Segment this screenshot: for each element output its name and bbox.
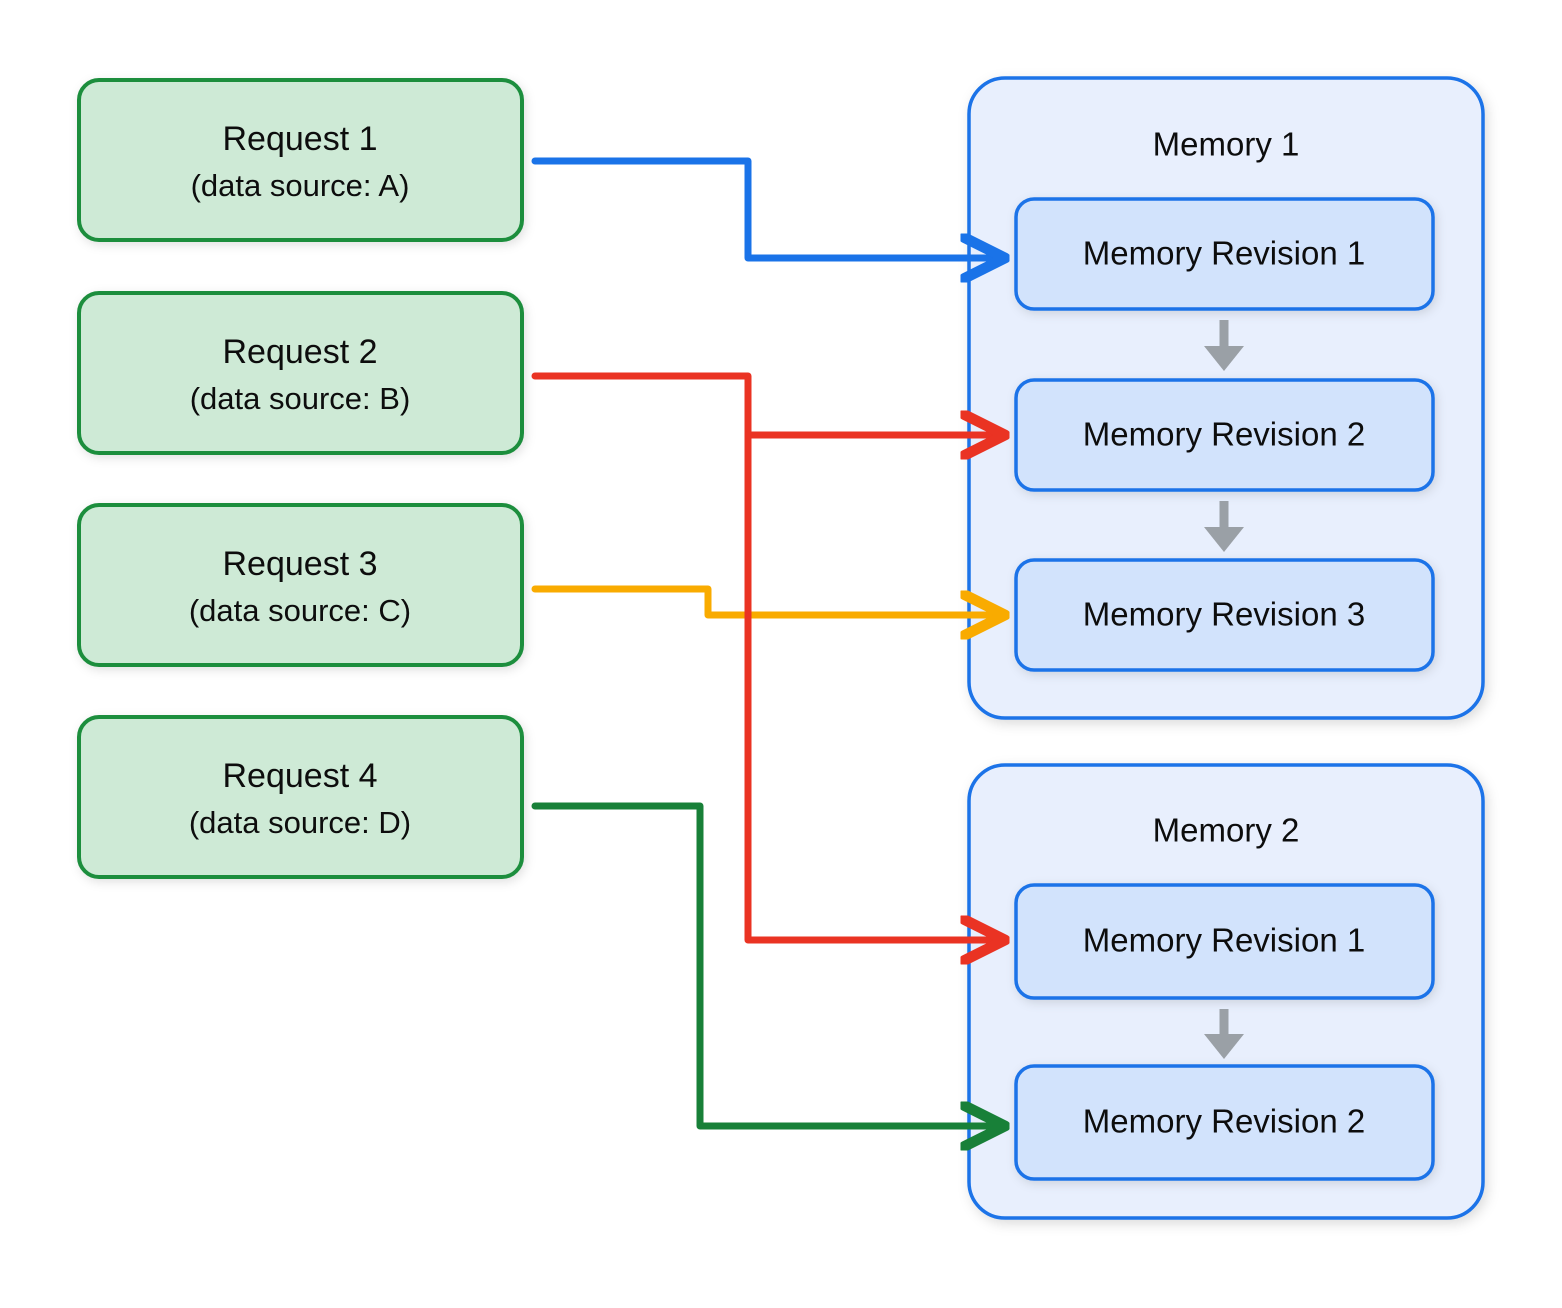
request-2-box[interactable]: Request 2 (data source: B) — [77, 291, 524, 455]
memory-2-revision-1-label: Memory Revision 1 — [1083, 922, 1365, 959]
memory-1-revision-1-label: Memory Revision 1 — [1083, 235, 1365, 272]
request-4-box[interactable]: Request 4 (data source: D) — [77, 715, 524, 879]
request-3-title: Request 3 — [223, 545, 378, 583]
connector-request-1-to-memory-1-revision-1 — [531, 157, 997, 258]
memory-1-revision-2-label: Memory Revision 2 — [1083, 416, 1365, 453]
memory-1-revision-2-shape — [1014, 378, 1435, 492]
request-4-title: Request 4 — [223, 757, 378, 795]
memory-1-revision-2[interactable]: Memory Revision 2 — [1014, 378, 1435, 492]
request-1-title: Request 1 — [223, 120, 378, 158]
memory-2-revision-2-shape — [1014, 1064, 1435, 1181]
memory-1-revision-1[interactable]: Memory Revision 1 — [1014, 197, 1435, 311]
memory-1-revision-1-shape — [1014, 197, 1435, 311]
memory-2-revision-1-shape — [1014, 883, 1435, 1000]
memory-2-revision-2-label: Memory Revision 2 — [1083, 1103, 1365, 1140]
request-2-title: Request 2 — [223, 333, 378, 371]
memory-1-revision-3[interactable]: Memory Revision 3 — [1014, 558, 1435, 672]
request-1-box[interactable]: Request 1 (data source: A) — [77, 78, 524, 242]
connector-request-3-to-memory-1-revision-3 — [531, 585, 997, 615]
memory-2-flow-arrow-1-to-2 — [1204, 1009, 1244, 1059]
request-3-shape — [77, 503, 524, 667]
memory-2-revision-1[interactable]: Memory Revision 1 — [1014, 883, 1435, 1000]
connector-request-4-to-memory-2-revision-2 — [531, 802, 997, 1126]
memory-2-revision-2[interactable]: Memory Revision 2 — [1014, 1064, 1435, 1181]
request-1-shape — [77, 78, 524, 242]
memory-1-flow-arrow-1-to-2 — [1204, 320, 1244, 371]
request-4-subtitle: (data source: D) — [189, 805, 411, 840]
memory-1-flow-arrow-2-to-3 — [1204, 501, 1244, 552]
request-3-box[interactable]: Request 3 (data source: C) — [77, 503, 524, 667]
memory-1-revision-3-label: Memory Revision 3 — [1083, 596, 1365, 633]
memory-2-title: Memory 2 — [1153, 812, 1300, 849]
request-3-subtitle: (data source: C) — [189, 593, 411, 628]
request-2-subtitle: (data source: B) — [190, 381, 411, 416]
request-2-shape — [77, 291, 524, 455]
connector-request-2-to-memory-2-revision-1 — [531, 372, 997, 940]
memory-1-title: Memory 1 — [1153, 126, 1300, 163]
request-4-shape — [77, 715, 524, 879]
request-1-subtitle: (data source: A) — [191, 168, 410, 203]
memory-1-revision-3-shape — [1014, 558, 1435, 672]
